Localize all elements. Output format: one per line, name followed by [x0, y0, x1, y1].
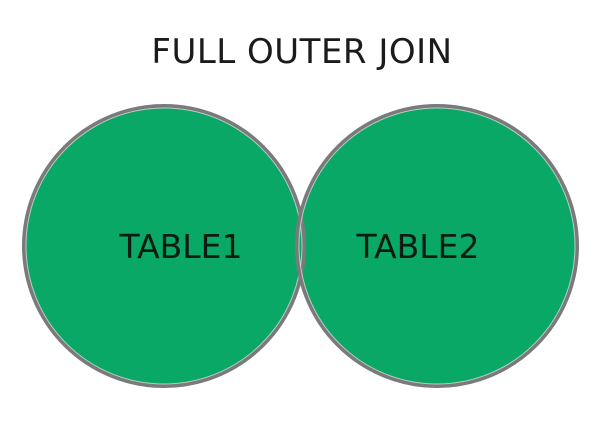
table2-outline-inner: [298, 107, 576, 385]
table1-label: TABLE1: [118, 227, 242, 266]
diagram-title: FULL OUTER JOIN: [151, 32, 453, 72]
table2-outline: [295, 104, 579, 388]
table1-outline-inner: [25, 107, 303, 385]
table2-label: TABLE2: [355, 227, 479, 266]
table1-outline: [22, 104, 306, 388]
table2-circle: [297, 106, 577, 386]
table1-circle: [24, 106, 304, 386]
